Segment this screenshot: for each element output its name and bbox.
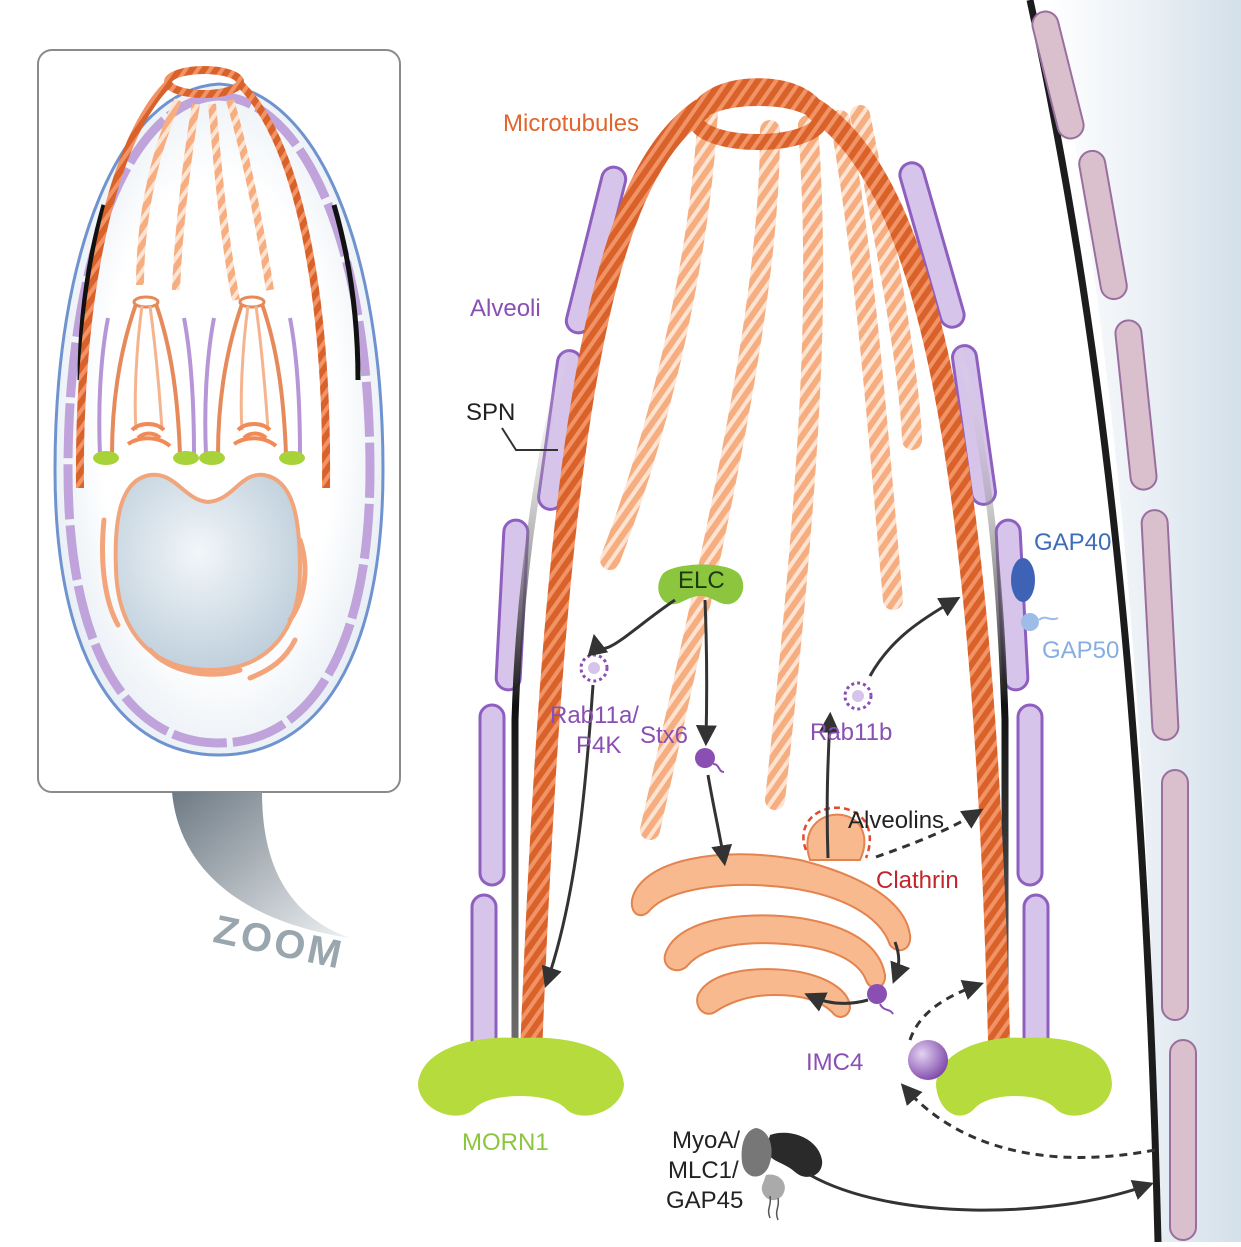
gap40-protein [1011, 558, 1035, 602]
label-spn: SPN [466, 399, 515, 426]
golgi-vesicle [867, 984, 893, 1014]
label-microtubules: Microtubules [503, 110, 639, 137]
label-myoa-2: MLC1/ [668, 1157, 739, 1184]
rab11b-vesicle [845, 683, 871, 709]
label-gap50: GAP50 [1042, 637, 1119, 664]
label-myoa-1: MyoA/ [672, 1127, 740, 1154]
golgi [632, 815, 910, 1017]
label-alveolins: Alveolins [848, 807, 944, 834]
morn1-rings [418, 1038, 1112, 1116]
label-morn1: MORN1 [462, 1129, 549, 1156]
rab11a-vesicle [581, 655, 607, 681]
label-elc: ELC [678, 567, 725, 594]
inset-nucleus [116, 475, 300, 670]
gap50-protein [1021, 613, 1058, 631]
stx6-vesicle [695, 748, 724, 772]
label-clathrin: Clathrin [876, 867, 959, 894]
label-imc4: IMC4 [806, 1049, 863, 1076]
label-rab11b: Rab11b [810, 719, 892, 746]
myoa-complex [742, 1128, 823, 1220]
label-alveoli: Alveoli [470, 295, 541, 322]
label-stx6: Stx6 [640, 722, 688, 749]
label-rab11a-2: P4K [576, 732, 621, 759]
label-rab11a-1: Rab11a/ [550, 702, 639, 729]
inset-panel [38, 50, 400, 938]
label-myoa-3: GAP45 [666, 1187, 743, 1214]
label-gap40: GAP40 [1034, 529, 1111, 556]
imc4-protein [908, 1040, 948, 1080]
dashed-arrows [876, 812, 1155, 1157]
